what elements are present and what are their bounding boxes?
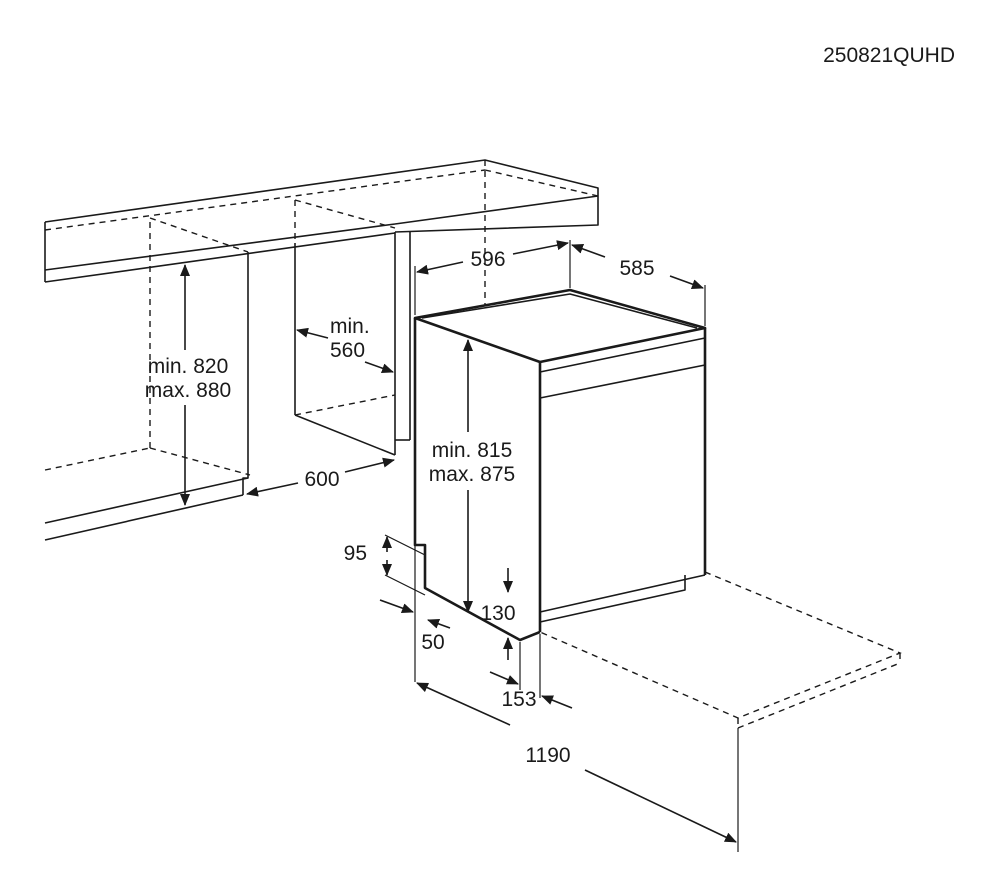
dim-plinth-height: 95 <box>344 534 426 596</box>
dishwasher <box>413 288 707 642</box>
niche-depth-label: 600 <box>304 468 339 491</box>
plinth-height-label: 95 <box>344 542 367 565</box>
niche-width-value-label: 560 <box>330 339 365 362</box>
foot-height-label: 130 <box>480 602 515 625</box>
dim-niche-depth: 600 <box>246 457 395 497</box>
niche-height-min-label: min. 820 <box>148 355 229 378</box>
dim-appliance-height: min. 815 max. 875 <box>429 339 515 613</box>
foot-depth-label: 153 <box>501 688 536 711</box>
niche <box>294 199 411 456</box>
appliance-height-min-label: min. 815 <box>432 439 513 462</box>
niche-width-min-label: min. <box>330 315 370 338</box>
door-open-area <box>539 571 902 729</box>
appliance-width-label: 596 <box>470 248 505 271</box>
niche-height-max-label: max. 880 <box>145 379 231 402</box>
dim-appliance-width: 596 <box>414 240 571 315</box>
dim-appliance-depth: 585 <box>571 244 706 326</box>
dim-niche-height: min. 820 max. 880 <box>145 264 231 506</box>
plinth-depth-label: 50 <box>421 631 444 654</box>
left-cabinet <box>44 217 251 541</box>
worktop <box>44 159 599 305</box>
dim-plinth-depth: 50 <box>379 599 451 654</box>
model-code: 250821QUHD <box>823 44 955 67</box>
appliance-height-max-label: max. 875 <box>429 463 515 486</box>
appliance-depth-label: 585 <box>619 257 654 280</box>
dim-foot-height: 130 <box>480 568 516 660</box>
dim-foot-depth: 153 <box>489 634 573 711</box>
door-open-depth-label: 1190 <box>525 744 570 767</box>
dim-niche-width: min. 560 <box>296 315 394 374</box>
dim-door-open-depth: 1190 <box>414 545 739 852</box>
